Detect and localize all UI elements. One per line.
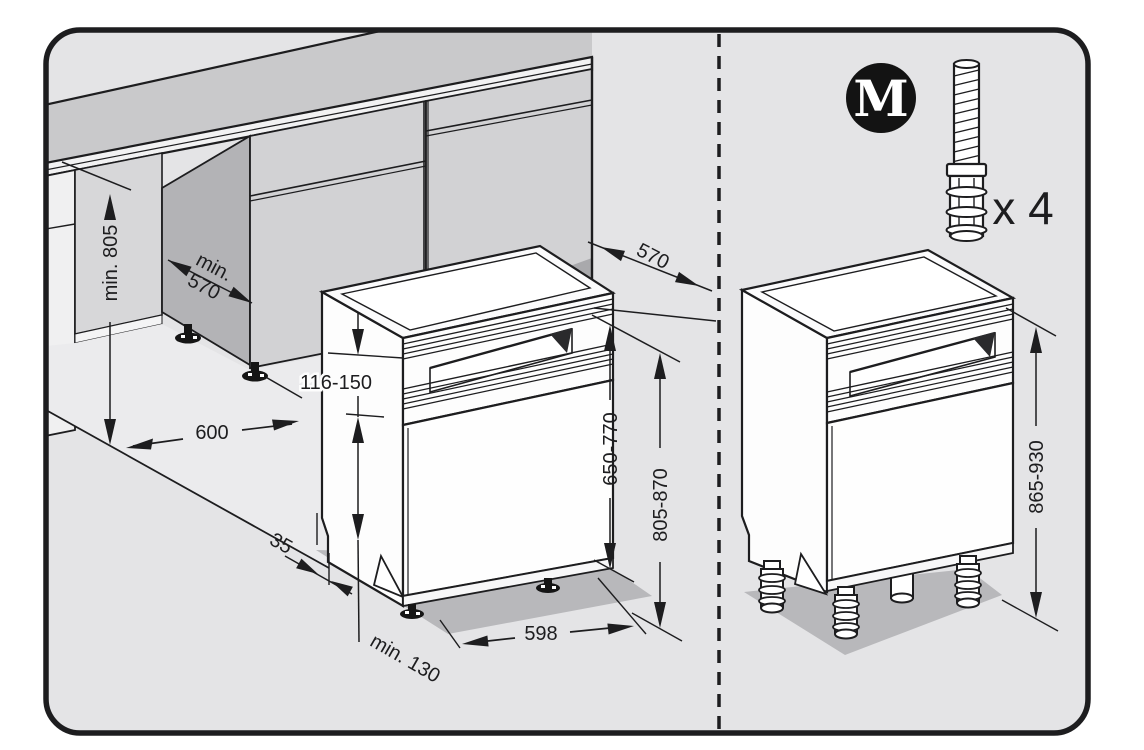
cabinet-foot: [175, 324, 201, 344]
dim-built-under-height: 805-870: [631, 353, 683, 642]
dw-side-panel: [740, 288, 829, 594]
dw-kick-plate: [793, 551, 829, 596]
dim-door-height: 650-770: [591, 314, 681, 583]
counter-edge-detail-line: [46, 63, 593, 172]
logo-letter: M: [853, 69, 908, 128]
dw-foot: [400, 604, 424, 619]
dim-label-built-under-height: 805-870: [650, 468, 672, 541]
floor-front-line: [46, 409, 330, 569]
dw-foot: [536, 578, 560, 593]
dim-door-top-overlap: 116-150: [298, 312, 404, 514]
built-under-dishwasher: [316, 244, 652, 634]
dim-label-appliance-width: 598: [524, 623, 557, 645]
dw-top-frame: [760, 256, 998, 332]
dw-side-panel: [320, 290, 405, 608]
dw-top-frame: [339, 252, 592, 331]
cabinet-b-drawer-line: [425, 99, 593, 132]
dw-base: [402, 556, 614, 608]
left-end-panel-joint: [46, 223, 76, 231]
screw-quantity-label: x 4: [992, 182, 1053, 234]
dw-kick-plate: [372, 553, 405, 599]
dim-freestanding-height: 865-930: [1001, 307, 1059, 632]
dim-niche-height: min. 805: [61, 161, 132, 445]
screw-leg: [832, 586, 860, 640]
freestanding-dishwasher: [738, 248, 1017, 655]
dw-handle-shadow: [550, 328, 572, 353]
cabinet-a-drawer-line2: [249, 165, 427, 202]
dw-handle-shadow: [973, 332, 995, 357]
cabinet-b-drawer-line2: [425, 104, 593, 137]
screw-leg: [758, 560, 786, 614]
dim-label-door-height: 650-770: [600, 412, 622, 485]
counter-back-edge: [46, 30, 395, 108]
dim-label-door-top-overlap: 116-150: [300, 372, 372, 394]
cabinet-foot: [242, 362, 268, 382]
kitchen-floor: [46, 324, 329, 568]
dim-label-niche-height: min. 805: [100, 225, 122, 302]
dim-appliance-width: 598: [439, 577, 647, 649]
diagram-border: [43, 27, 1091, 736]
cabinet-a-drawer-line: [249, 160, 427, 197]
dim-label-counter-depth: 600: [195, 422, 228, 444]
miele-logo: M: [846, 63, 916, 133]
counter-top-surface: [46, 30, 592, 164]
logo-circle: [846, 63, 916, 133]
dim-counter-depth: 600: [126, 419, 299, 450]
screw-leg: [954, 555, 982, 609]
dim-label-freestanding-height: 865-930: [1026, 440, 1048, 513]
floor-shadow: [744, 569, 1002, 655]
mounting-screw-icon: [945, 59, 988, 242]
